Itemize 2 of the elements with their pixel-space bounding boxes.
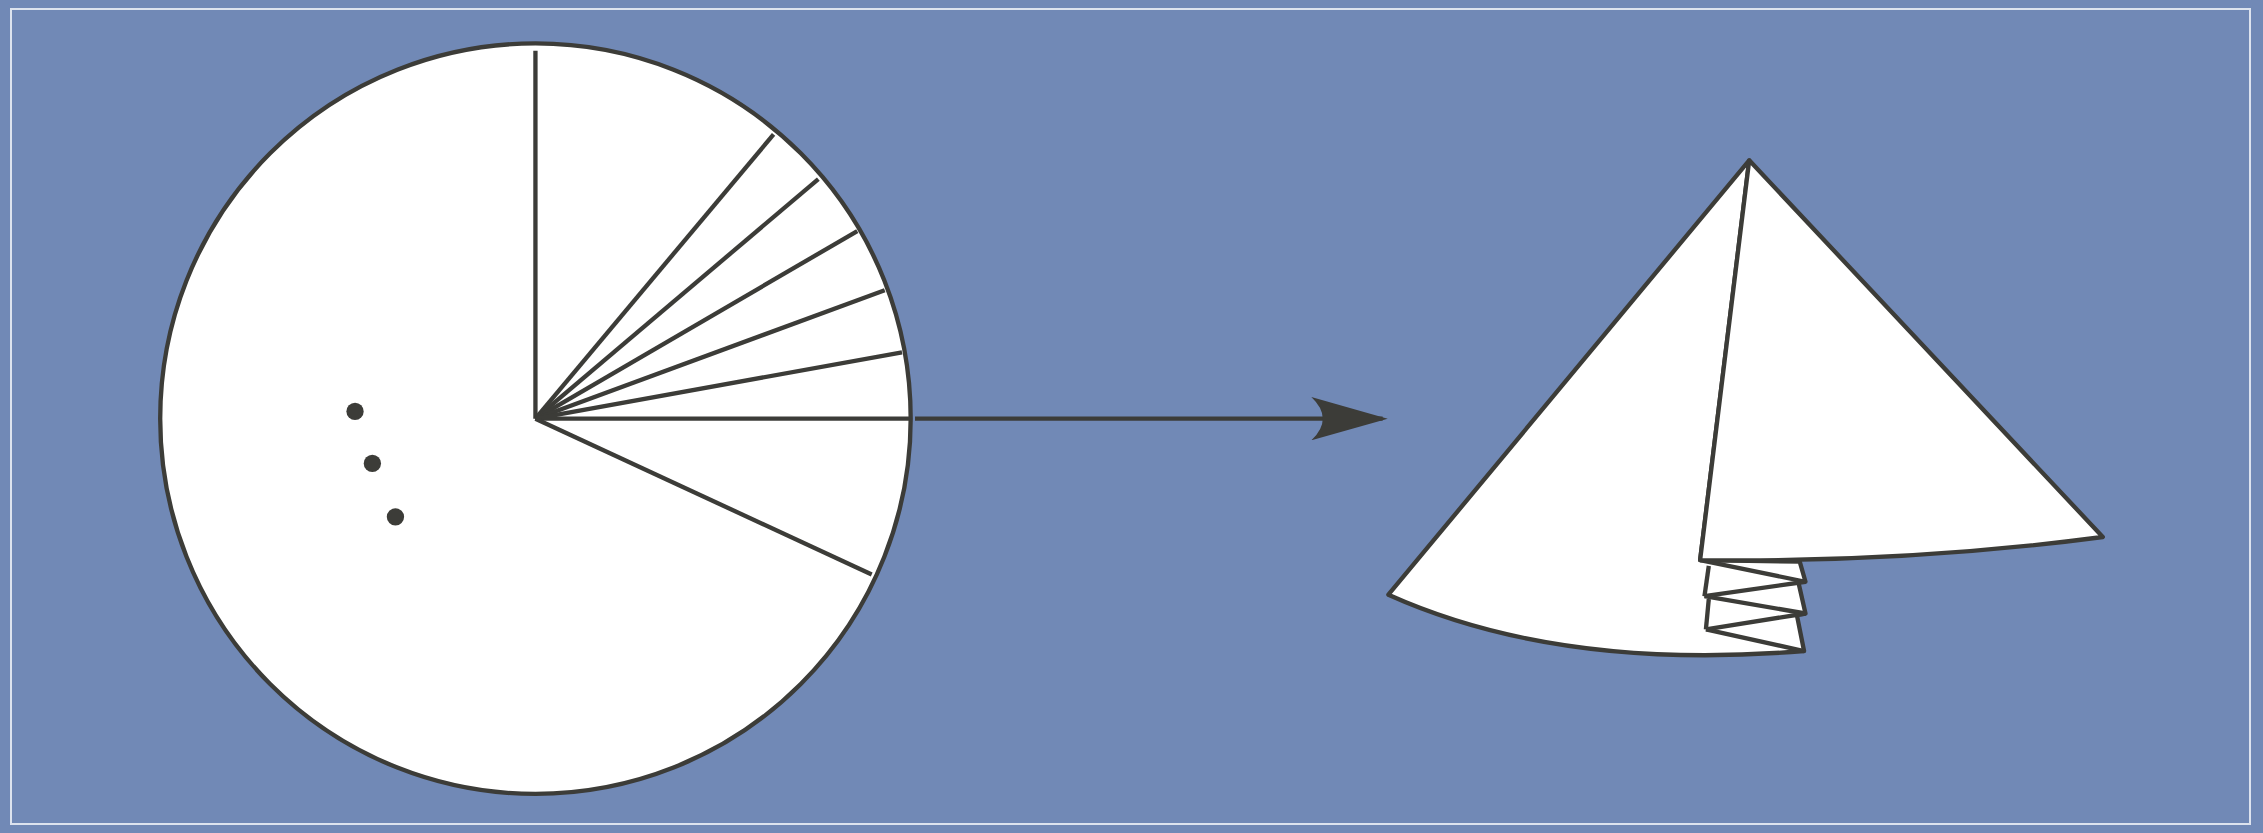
folded-cone-drawing (1386, 158, 2105, 658)
pie-circle-drawing (158, 41, 913, 797)
